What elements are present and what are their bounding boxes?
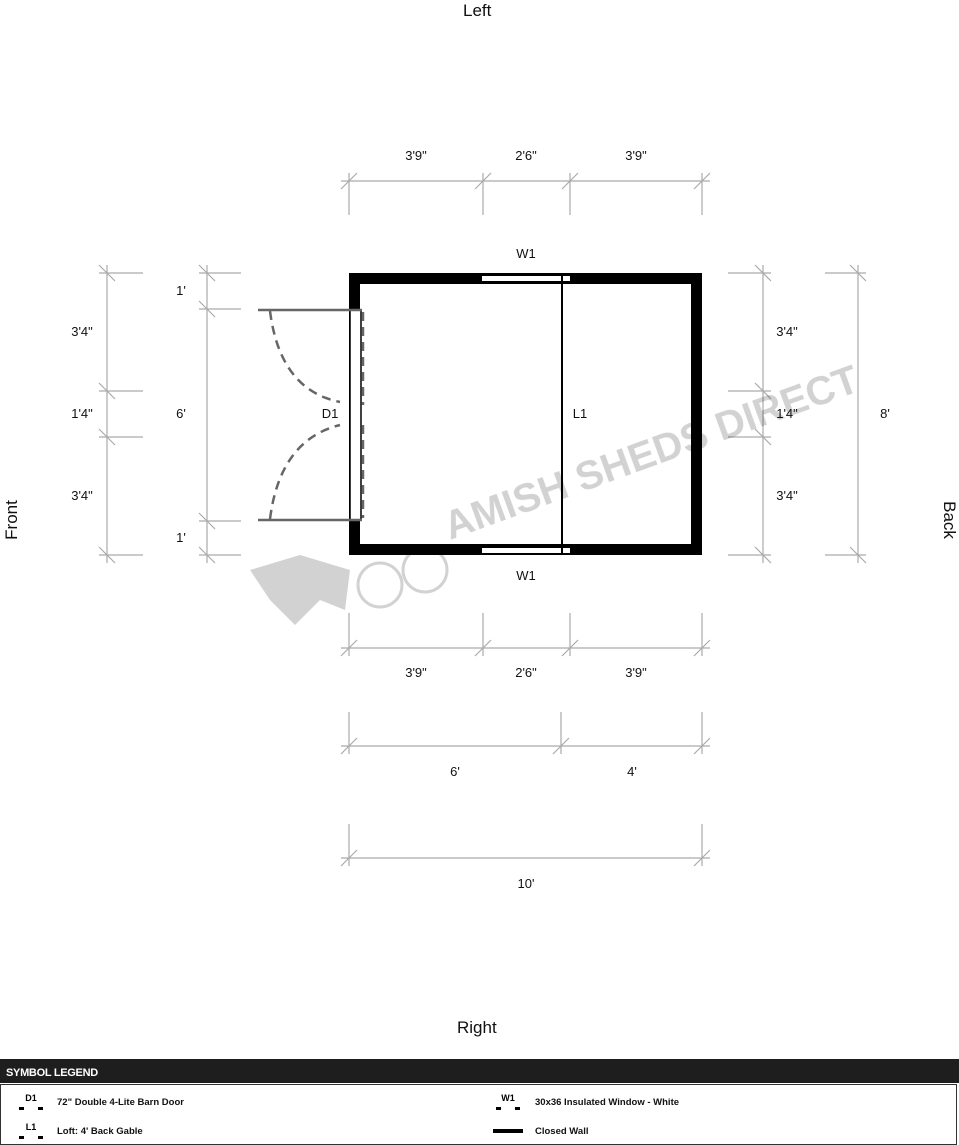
symbol-legend: SYMBOL LEGEND D1 72" Double 4-Lite Barn … [0,1059,959,1145]
legend-item-door: 72" Double 4-Lite Barn Door [57,1097,184,1108]
legend-item-window: 30x36 Insulated Window - White [535,1097,680,1108]
svg-text:3'9": 3'9" [405,148,427,163]
svg-text:3'4": 3'4" [71,488,93,503]
svg-text:AMISH SHEDS DIRECT: AMISH SHEDS DIRECT [438,357,864,548]
window-bottom [482,548,570,553]
svg-text:W1: W1 [516,568,536,583]
window-top [482,276,570,281]
door-swing [258,308,365,522]
shed-walls [349,273,702,555]
side-label-bottom: Right [457,1018,497,1037]
svg-text:4': 4' [627,764,637,779]
svg-text:2'6": 2'6" [515,665,537,680]
svg-text:D1: D1 [322,406,339,421]
svg-text:3'9": 3'9" [625,148,647,163]
svg-text:L1: L1 [573,406,587,421]
dimension-lines [98,172,867,867]
svg-text:10': 10' [518,876,535,891]
svg-text:3'4": 3'4" [71,324,93,339]
svg-text:W1: W1 [516,246,536,261]
svg-text:1': 1' [176,283,186,298]
svg-text:6': 6' [176,406,186,421]
closed-wall-symbol-icon [493,1129,523,1133]
svg-text:1'4": 1'4" [71,406,93,421]
window-symbol-icon: W1 [496,1093,520,1110]
plan-drawing: AMISH SHEDS DIRECT 3'9" 2'6" 3'9" 3'9" [71,148,890,891]
legend-title: SYMBOL LEGEND [0,1059,959,1083]
legend-item-loft: Loft: 4' Back Gable [57,1126,143,1137]
svg-text:3'4": 3'4" [776,324,798,339]
loft-symbol-icon: L1 [19,1122,43,1139]
svg-text:8': 8' [880,406,890,421]
svg-text:3'9": 3'9" [625,665,647,680]
door-opening [349,309,362,521]
svg-text:1': 1' [176,530,186,545]
watermark: AMISH SHEDS DIRECT [250,357,864,625]
svg-text:2'6": 2'6" [515,148,537,163]
legend-item-closed-wall: Closed Wall [535,1126,589,1137]
svg-text:1'4": 1'4" [776,406,798,421]
svg-text:3'4": 3'4" [776,488,798,503]
svg-text:3'9": 3'9" [405,665,427,680]
side-label-top: Left [463,1,492,20]
dimension-labels: 3'9" 2'6" 3'9" 3'9" 2'6" 3'9" 6' 4' 10' … [71,148,890,891]
door-symbol-icon: D1 [19,1093,43,1110]
svg-text:6': 6' [450,764,460,779]
